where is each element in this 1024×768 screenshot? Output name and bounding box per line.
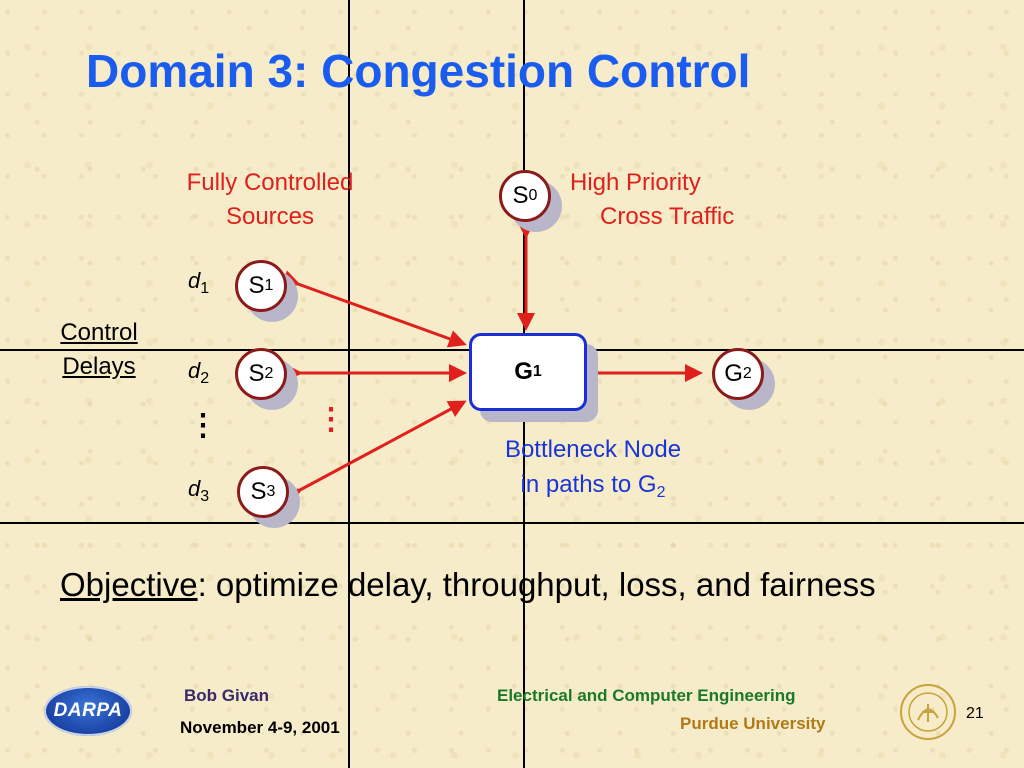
- node-s1-sub: 1: [264, 277, 274, 294]
- page-number: 21: [966, 705, 984, 722]
- delay-d3: d3: [188, 476, 209, 506]
- delay-d1-sub: 1: [200, 280, 210, 297]
- node-g1-base: G: [514, 358, 533, 385]
- high-priority-line-2: Cross Traffic: [600, 203, 735, 230]
- footer-date: November 4-9, 2001: [180, 718, 340, 737]
- bottleneck-label: Bottleneck Node in paths to G2: [478, 432, 708, 510]
- bottleneck-line-2-sub: 2: [656, 484, 666, 501]
- node-s0-sub: 0: [528, 187, 538, 204]
- node-g2-base: G: [724, 360, 743, 387]
- node-s2-sub: 2: [264, 365, 274, 382]
- arrow-s3-g1: [282, 400, 467, 506]
- control-delays-label: Control Delays: [44, 316, 154, 384]
- purdue-seal-icon: [900, 684, 956, 740]
- delay-d1: d1: [188, 268, 209, 298]
- node-g2-sub: 2: [742, 365, 752, 382]
- grid-line-horizontal-bottom: [0, 522, 1024, 524]
- bottleneck-line-2-text: in paths to G: [520, 471, 657, 498]
- delay-d2: d2: [188, 358, 209, 388]
- ellipsis-left: ⋮: [188, 409, 218, 442]
- node-s3-sub: 3: [266, 483, 276, 500]
- darpa-logo-text: DARPA: [53, 700, 123, 721]
- objective-keyword: Objective: [60, 566, 198, 603]
- bottleneck-line-1: Bottleneck Node: [504, 436, 682, 463]
- control-delays-line-1: Control: [60, 319, 138, 346]
- ellipsis-red: ⋮: [316, 403, 346, 436]
- delay-d3-base: d: [188, 476, 201, 501]
- grid-line-vertical-left: [348, 0, 350, 768]
- high-priority-label: High Priority Cross Traffic: [570, 166, 780, 234]
- delay-d1-base: d: [188, 268, 201, 293]
- fully-controlled-line-1: Fully Controlled: [186, 169, 354, 196]
- node-s2-base: S: [248, 360, 265, 387]
- node-s0-base: S: [512, 182, 529, 209]
- arrow-s1-g1: [280, 270, 467, 348]
- footer-department: Electrical and Computer Engineering: [497, 686, 796, 705]
- delay-d3-sub: 3: [200, 488, 210, 505]
- control-delays-line-2: Delays: [62, 353, 136, 380]
- footer-author: Bob Givan: [184, 686, 270, 705]
- high-priority-line-1: High Priority: [570, 169, 701, 196]
- node-s1-base: S: [248, 272, 265, 299]
- bottleneck-line-2: in paths to G2: [478, 467, 708, 510]
- delay-d2-sub: 2: [200, 370, 210, 387]
- objective-text: Objective: optimize delay, throughput, l…: [60, 562, 920, 608]
- page-title: Domain 3: Congestion Control: [86, 45, 751, 97]
- delay-d2-base: d: [188, 358, 201, 383]
- node-g1-sub: 1: [532, 363, 542, 380]
- fully-controlled-line-2: Sources: [225, 203, 315, 230]
- darpa-logo: DARPA: [44, 686, 132, 736]
- footer-university: Purdue University: [680, 714, 826, 733]
- node-s3-base: S: [250, 478, 267, 505]
- objective-rest: : optimize delay, throughput, loss, and …: [197, 566, 876, 603]
- fully-controlled-label: Fully Controlled Sources: [160, 166, 380, 234]
